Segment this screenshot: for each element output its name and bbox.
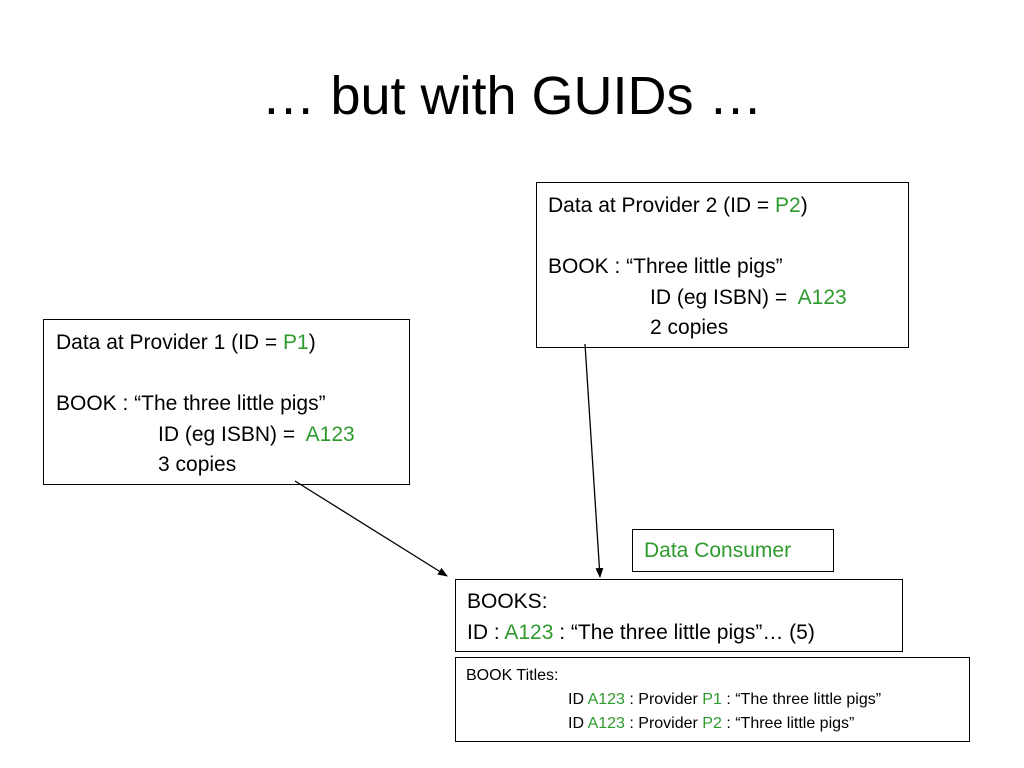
provider-2-id: P2 [775,194,801,217]
books-box: BOOKS: ID : A123 : “The three little pig… [455,579,903,652]
provider-2-copies: 2 copies [650,316,729,339]
provider-2-book: BOOK : “Three little pigs” [548,255,783,278]
provider-1-box: Data at Provider 1 (ID = P1) BOOK : “The… [43,319,410,485]
provider-1-heading: Data at Provider 1 (ID = P1) [56,331,316,354]
book-title-row-provider: P1 [702,691,722,708]
provider-2-heading: Data at Provider 2 (ID = P2) [548,194,808,217]
provider-1-isbn-value: A123 [305,422,355,446]
book-title-row-id: A123 [587,691,625,708]
data-consumer-label: Data Consumer [632,529,834,572]
books-entry-id: A123 [504,620,554,644]
provider-2-to-books-arrow [584,343,604,578]
book-title-row: ID A123 : Provider P1 : “The three littl… [568,691,882,708]
provider-2-box: Data at Provider 2 (ID = P2) BOOK : “Thr… [536,182,909,348]
provider-2-isbn: ID (eg ISBN) = A123 [650,285,847,309]
book-title-row: ID A123 : Provider P2 : “Three little pi… [568,715,855,732]
provider-1-book: BOOK : “The three little pigs” [56,392,326,415]
provider-2-isbn-value: A123 [797,285,847,309]
book-title-row-id: A123 [587,715,625,732]
books-entry: ID : A123 : “The three little pigs”… (5) [467,620,815,644]
provider-1-copies: 3 copies [158,453,237,476]
slide-title: … but with GUIDs … [261,66,763,126]
books-heading: BOOKS: [467,590,548,613]
provider-1-to-books-arrow [294,480,448,577]
provider-1-id: P1 [283,331,309,354]
book-titles-box: BOOK Titles: ID A123 : Provider P1 : “Th… [455,657,970,742]
book-title-row-provider: P2 [702,715,722,732]
provider-1-isbn: ID (eg ISBN) = A123 [158,422,355,446]
book-titles-heading: BOOK Titles: [466,667,559,684]
